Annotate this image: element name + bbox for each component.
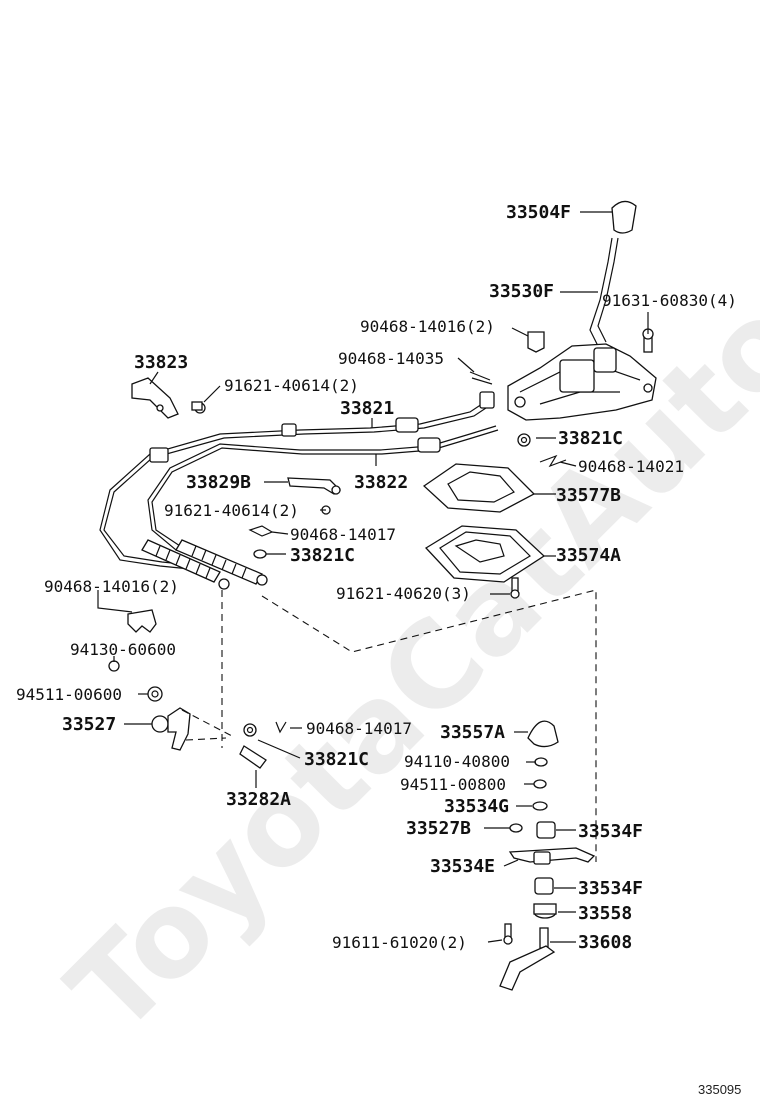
bracket-33534e[interactable] bbox=[508, 847, 596, 865]
callout-90468-14017-upper[interactable]: 90468-14017 bbox=[290, 525, 396, 544]
callout-90468-14035[interactable]: 90468-14035 bbox=[338, 349, 444, 368]
callout-33821c-lower[interactable]: 33821C bbox=[304, 749, 369, 770]
clip-90468-14021[interactable] bbox=[539, 454, 567, 468]
callout-91611-61020[interactable]: 91611-61020(2) bbox=[332, 933, 467, 952]
callout-90468-14021[interactable]: 90468-14021 bbox=[578, 457, 684, 476]
cap-33557a[interactable] bbox=[527, 720, 559, 748]
callout-33527[interactable]: 33527 bbox=[62, 714, 116, 735]
shift-lever-housing[interactable] bbox=[507, 343, 657, 421]
shift-lever[interactable] bbox=[589, 237, 619, 347]
callout-33534e[interactable]: 33534E bbox=[430, 856, 495, 877]
washer-94511-00600[interactable] bbox=[147, 686, 163, 702]
callout-33534f-lower[interactable]: 33534F bbox=[578, 878, 643, 899]
bracket-33608[interactable] bbox=[499, 927, 556, 991]
clip-90468-14016-upper[interactable] bbox=[527, 331, 545, 353]
bolt-91611[interactable] bbox=[503, 923, 513, 945]
callout-33577b[interactable]: 33577B bbox=[556, 485, 621, 506]
callout-33534f-upper[interactable]: 33534F bbox=[578, 821, 643, 842]
shift-cable-33821[interactable] bbox=[99, 391, 495, 571]
bushing-33558[interactable] bbox=[533, 903, 557, 919]
bushing-33534f-lower[interactable] bbox=[534, 877, 554, 895]
dashed-link-main bbox=[261, 589, 597, 862]
bushing-33821c-upper[interactable] bbox=[517, 433, 531, 447]
leader-lines bbox=[97, 211, 649, 943]
bushing-33821c-lower[interactable] bbox=[243, 723, 257, 737]
callout-94511-00600[interactable]: 94511-00600 bbox=[16, 685, 122, 704]
cable-end-bellows[interactable] bbox=[141, 539, 268, 590]
callout-94130-60600[interactable]: 94130-60600 bbox=[70, 640, 176, 659]
bolt-91621-40614-upper[interactable] bbox=[191, 401, 206, 414]
callout-33821c-mid[interactable]: 33821C bbox=[290, 545, 355, 566]
callout-33557a[interactable]: 33557A bbox=[440, 722, 505, 743]
bushing-33821c-mid[interactable] bbox=[253, 549, 267, 559]
callout-33574a[interactable]: 33574A bbox=[556, 545, 621, 566]
bushing-33534f-upper[interactable] bbox=[536, 821, 556, 839]
select-cable-33822[interactable] bbox=[147, 425, 499, 561]
callout-94511-00800[interactable]: 94511-00800 bbox=[400, 775, 506, 794]
callout-33821[interactable]: 33821 bbox=[340, 398, 394, 419]
diagram-code: 335095 bbox=[698, 1082, 741, 1097]
callout-33530f[interactable]: 33530F bbox=[489, 281, 554, 302]
clip-90468-14017-upper[interactable] bbox=[248, 525, 274, 537]
callout-33558[interactable]: 33558 bbox=[578, 903, 632, 924]
clip-90468-14035[interactable] bbox=[469, 371, 493, 385]
callout-91621-40620[interactable]: 91621-40620(3) bbox=[336, 584, 471, 603]
bracket-33829b[interactable] bbox=[287, 477, 342, 495]
callout-33608[interactable]: 33608 bbox=[578, 932, 632, 953]
callout-90468-14016-lower[interactable]: 90468-14016(2) bbox=[44, 577, 179, 596]
callout-33527b[interactable]: 33527B bbox=[406, 818, 471, 839]
callout-33282a[interactable]: 33282A bbox=[226, 789, 291, 810]
pin-33282a[interactable] bbox=[239, 745, 267, 769]
callout-91631-60830[interactable]: 91631-60830(4) bbox=[602, 291, 737, 310]
bolt-91621-40620[interactable] bbox=[510, 577, 520, 599]
callout-94110-40800[interactable]: 94110-40800 bbox=[404, 752, 510, 771]
callout-90468-14016-upper[interactable]: 90468-14016(2) bbox=[360, 317, 495, 336]
callout-33829b[interactable]: 33829B bbox=[186, 472, 251, 493]
nut-94110[interactable] bbox=[534, 757, 548, 767]
callout-91621-40614-upper[interactable]: 91621-40614(2) bbox=[224, 376, 359, 395]
clip-90468-14017-lower[interactable] bbox=[275, 721, 287, 734]
washer-33534g[interactable] bbox=[532, 801, 548, 811]
bracket-33823[interactable] bbox=[131, 377, 179, 419]
callout-33822[interactable]: 33822 bbox=[354, 472, 408, 493]
lever-33527[interactable] bbox=[151, 707, 191, 751]
clip-90468-14016-lower[interactable] bbox=[127, 609, 157, 633]
washer-94511-00800[interactable] bbox=[533, 779, 547, 789]
shift-knob[interactable] bbox=[611, 200, 637, 234]
callout-33821c-upper[interactable]: 33821C bbox=[558, 428, 623, 449]
boot-33574a[interactable] bbox=[424, 525, 546, 583]
callout-91621-40614-lower[interactable]: 91621-40614(2) bbox=[164, 501, 299, 520]
callout-90468-14017-lower[interactable]: 90468-14017 bbox=[306, 719, 412, 738]
callout-33823[interactable]: 33823 bbox=[134, 352, 188, 373]
callout-33504f[interactable]: 33504F bbox=[506, 202, 571, 223]
callout-33534g[interactable]: 33534G bbox=[444, 796, 509, 817]
bushing-33527b[interactable] bbox=[509, 823, 523, 833]
dashed-link-lever bbox=[181, 709, 233, 741]
nut-94130[interactable] bbox=[108, 660, 120, 672]
